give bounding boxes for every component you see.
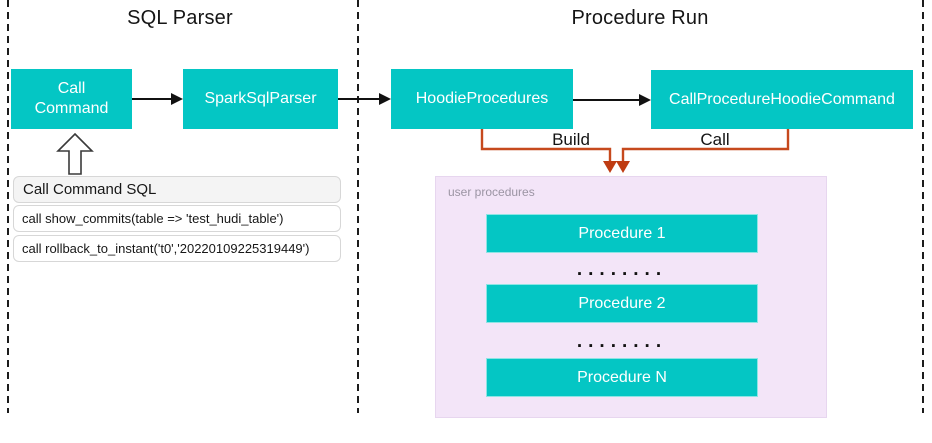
right-dashed-border [922,0,924,413]
procedure-1-box: Procedure 1 [486,214,758,253]
user-procedures-label: user procedures [448,185,535,199]
procedure-n-box: Procedure N [486,358,758,397]
procedure-run-section-title: Procedure Run [571,7,709,29]
node-hoodieprocedures: HoodieProcedures [391,69,573,129]
procedure-2-box: Procedure 2 [486,284,758,323]
left-dashed-border [7,0,9,413]
node-sparksqlparser: SparkSqlParser [183,69,338,129]
arrow-sparksqlparser-to-hoodieprocedures [338,93,391,105]
arrow-hoodieprocedures-to-callprocedurehoodiecommand [573,94,651,106]
node-callprocedurehoodiecommand: CallProcedureHoodieCommand [651,70,913,129]
sql-panel-header: Call Command SQL [13,176,341,203]
user-procedures-panel: user procedures Procedure 1 ........ Pro… [435,176,827,418]
node-call-command: Call Command [11,69,132,129]
sql-example-rollback-to-instant: call rollback_to_instant('t0','202201092… [13,235,341,262]
call-edge-label: Call [700,130,730,149]
sql-example-show-commits: call show_commits(table => 'test_hudi_ta… [13,205,341,232]
build-edge-label: Build [552,130,590,149]
arrow-callcommand-to-sparksqlparser [132,93,183,105]
sql-parser-section-title: SQL Parser [127,7,233,29]
hollow-up-arrow [56,132,94,175]
ellipsis-dots: ........ [576,331,668,352]
call-command-sql-panel: Call Command SQL call show_commits(table… [13,176,341,265]
ellipsis-dots: ........ [576,259,668,280]
section-divider-dashed [357,0,359,413]
